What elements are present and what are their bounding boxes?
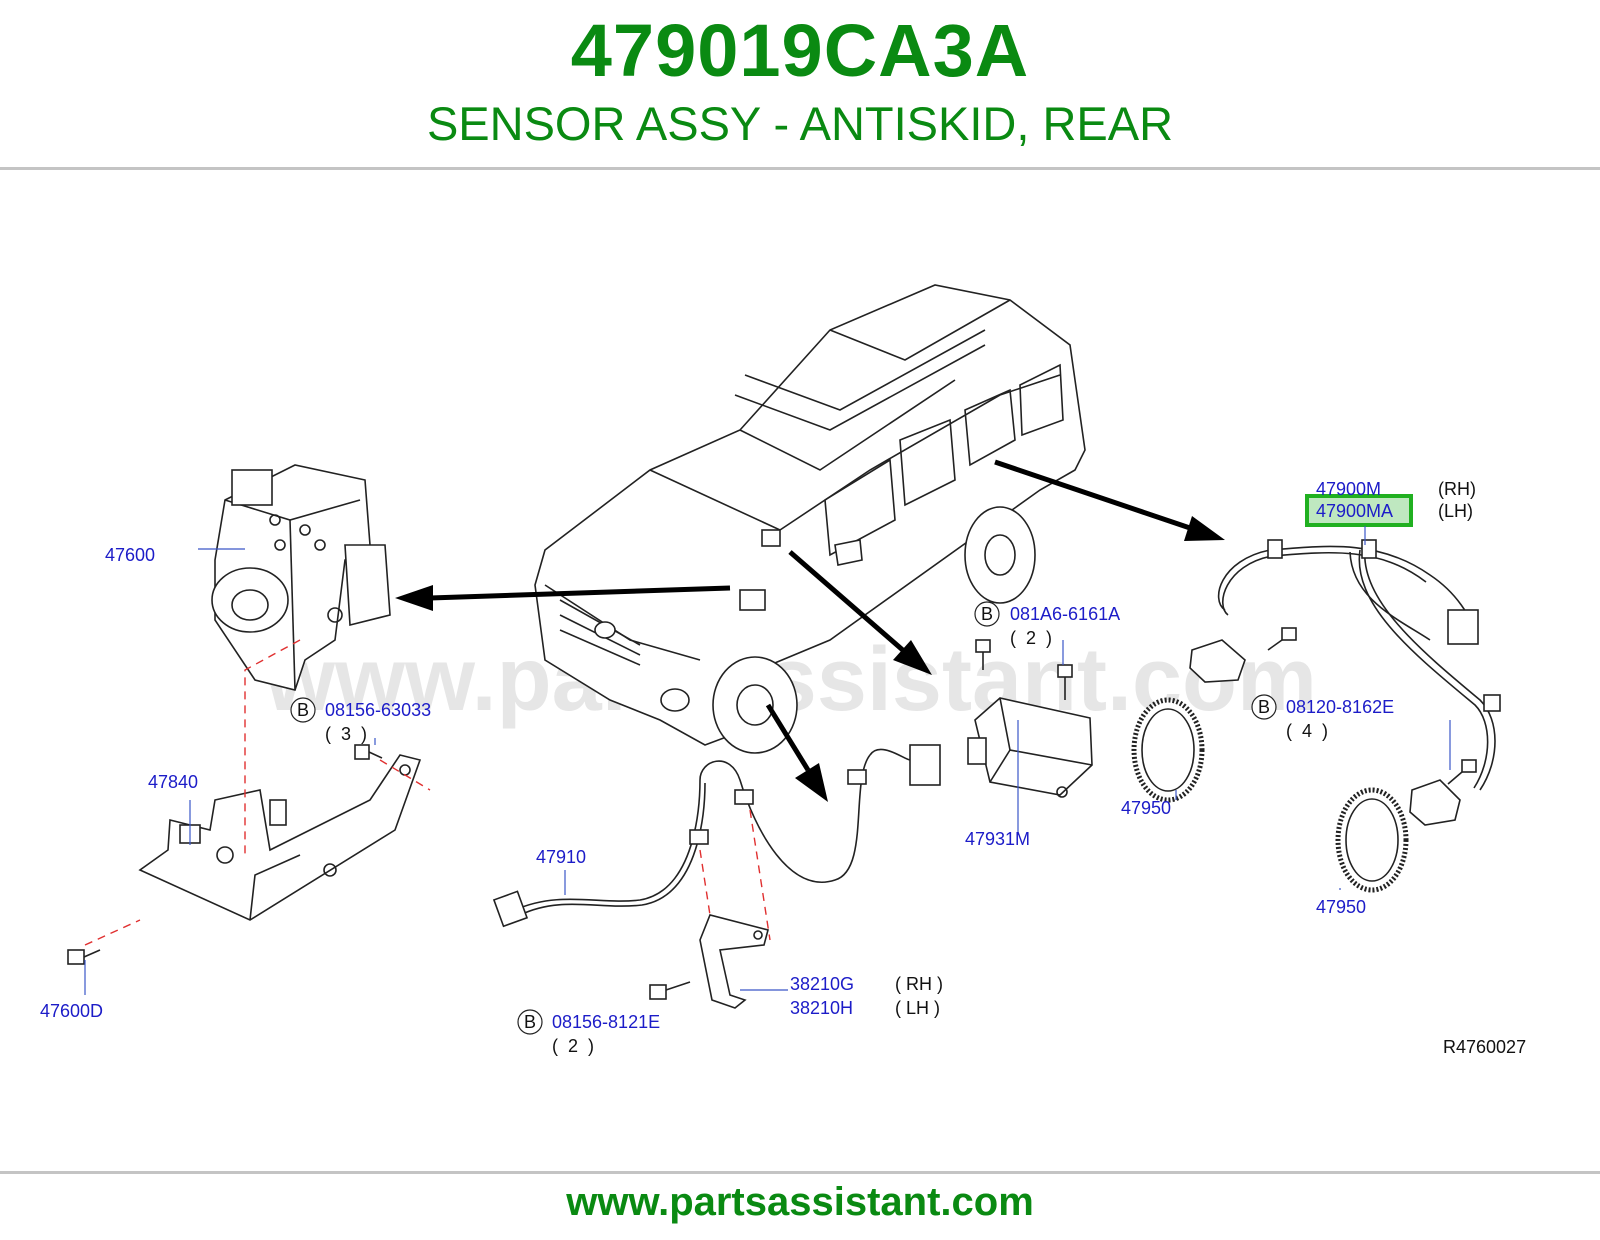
bolt-marker-circle bbox=[974, 601, 1000, 627]
actuator-bracket bbox=[138, 754, 422, 921]
pointer-arrows bbox=[395, 459, 1225, 802]
bolt-icon bbox=[354, 744, 383, 760]
label-38210H-side: ( LH ) bbox=[895, 998, 940, 1018]
part-number-title: 479019CA3A bbox=[570, 9, 1030, 92]
bolt-callout: B 08120-8162E ( 4 ) bbox=[1251, 694, 1394, 741]
label-47900MA-side: (LH) bbox=[1438, 501, 1473, 521]
label-47600D: 47600D bbox=[40, 1001, 103, 1021]
label-47910: 47910 bbox=[536, 847, 586, 867]
bolt-code: 08156-8121E bbox=[552, 1012, 660, 1032]
bolt-icon bbox=[67, 949, 101, 965]
diagram-id: R4760027 bbox=[1443, 1037, 1526, 1057]
bolt-code: 08156-63033 bbox=[325, 700, 431, 720]
bolt-callout: B 08156-63033 ( 3 ) bbox=[290, 697, 431, 744]
label-47900MA: 47900MA bbox=[1316, 501, 1393, 521]
bolt-marker: B bbox=[297, 700, 309, 720]
bolt-icon bbox=[975, 639, 991, 670]
label-38210G-side: ( RH ) bbox=[895, 974, 943, 994]
bolt-icon bbox=[649, 981, 691, 1000]
bolt-code: 081A6-6161A bbox=[1010, 604, 1120, 624]
bolt-callout: B 08156-8121E ( 2 ) bbox=[517, 1009, 660, 1056]
rear-sensor-harness bbox=[1189, 539, 1501, 826]
bolt-icon bbox=[1447, 759, 1477, 785]
label-38210G: 38210G bbox=[790, 974, 854, 994]
bolt-qty: ( 2 ) bbox=[1010, 628, 1052, 648]
abs-actuator-unit bbox=[211, 464, 391, 691]
bolt-icon bbox=[1057, 664, 1073, 700]
part-description: SENSOR ASSY - ANTISKID, REAR bbox=[426, 97, 1174, 150]
bolt-callout: B 081A6-6161A ( 2 ) bbox=[974, 601, 1120, 648]
tone-ring bbox=[1131, 697, 1205, 803]
label-47950-right: 47950 bbox=[1316, 897, 1366, 917]
label-47900M: 47900M bbox=[1316, 479, 1381, 499]
leader-lines bbox=[84, 526, 1451, 995]
label-38210H: 38210H bbox=[790, 998, 853, 1018]
label-47950-left: 47950 bbox=[1121, 798, 1171, 818]
label-47931M: 47931M bbox=[965, 829, 1030, 849]
label-47840: 47840 bbox=[148, 772, 198, 792]
highlight-box bbox=[1305, 494, 1413, 527]
tone-ring bbox=[1335, 787, 1409, 893]
bolt-marker-circle bbox=[1251, 694, 1277, 720]
bolt-marker-circle bbox=[290, 697, 316, 723]
sensor-bracket bbox=[699, 914, 769, 1009]
bolt-marker: B bbox=[1258, 697, 1270, 717]
bolt-qty: ( 2 ) bbox=[552, 1036, 594, 1056]
bolt-marker-circle bbox=[517, 1009, 543, 1035]
label-47900M-side: (RH) bbox=[1438, 479, 1476, 499]
top-divider bbox=[0, 167, 1600, 170]
bolt-code: 08120-8162E bbox=[1286, 697, 1394, 717]
bottom-divider bbox=[0, 1171, 1600, 1174]
front-sensor-harness bbox=[492, 744, 941, 928]
bolt-icon bbox=[1267, 627, 1297, 651]
bolt-marker: B bbox=[981, 604, 993, 624]
page-header: 479019CA3A SENSOR ASSY - ANTISKID, REAR bbox=[0, 0, 1600, 170]
footer-url[interactable]: www.partsassistant.com bbox=[566, 1180, 1034, 1224]
label-47600: 47600 bbox=[105, 545, 155, 565]
control-module bbox=[967, 697, 1093, 798]
bolt-qty: ( 4 ) bbox=[1286, 721, 1328, 741]
bolt-marker: B bbox=[524, 1012, 536, 1032]
vehicle-illustration bbox=[534, 284, 1086, 754]
bolt-qty: ( 3 ) bbox=[325, 724, 367, 744]
